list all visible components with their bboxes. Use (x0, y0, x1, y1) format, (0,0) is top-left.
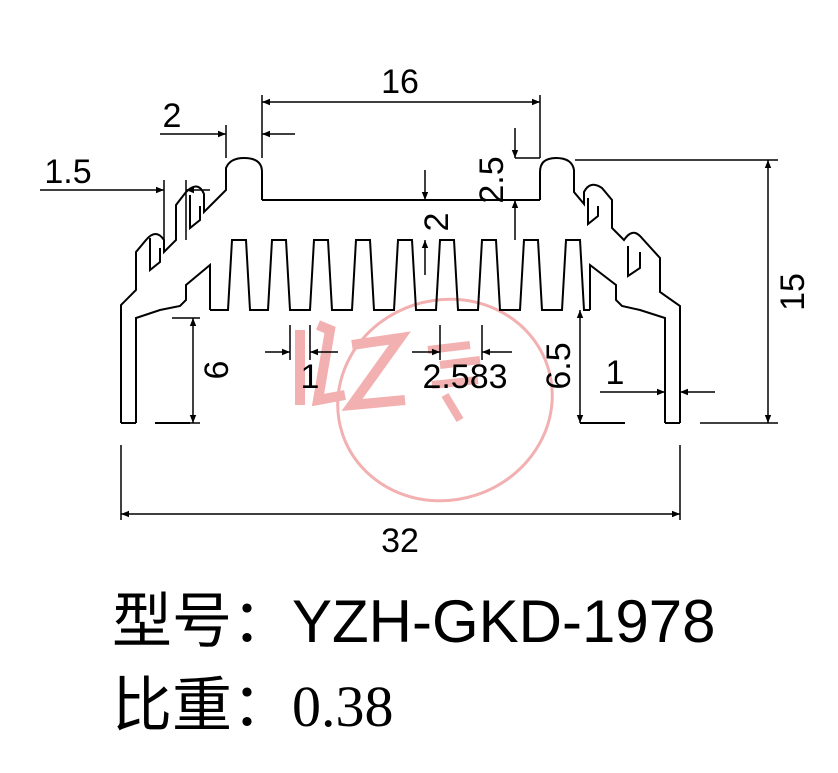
left-lug-inner (149, 195, 201, 273)
dim-top-span: 16 (381, 63, 419, 101)
profile-outline (120, 156, 681, 424)
dim-left-leg-height: 6 (198, 361, 236, 380)
model-value: YZH-GKD-1978 (292, 588, 716, 655)
dim-fin-thickness: 1 (301, 358, 320, 396)
right-outer-wall (539, 156, 681, 423)
dim-leg-thickness: 1 (606, 354, 625, 392)
dim-fin-pitch: 2.583 (422, 358, 507, 396)
dim-lug-width: 1.5 (44, 153, 91, 191)
dim-tab-height: 2.5 (473, 156, 511, 203)
left-inner-wall (135, 262, 211, 423)
dim-inner-leg-height: 6.5 (540, 342, 578, 389)
weight-caption: 比重：0.38 (112, 676, 394, 736)
dimension-lines (40, 95, 778, 520)
dim-overall-width: 32 (381, 522, 419, 560)
right-inner-wall (589, 262, 666, 423)
dim-base-thickness: 2 (418, 213, 456, 232)
weight-label: 比重： (112, 671, 292, 741)
right-lug-inner (587, 198, 641, 278)
fin-row (210, 239, 590, 311)
watermark-logo (295, 297, 554, 503)
dim-overall-height: 15 (774, 273, 812, 311)
model-label: 型号： (112, 587, 292, 657)
left-outer-wall (120, 156, 263, 423)
model-caption: 型号：YZH-GKD-1978 (112, 592, 715, 653)
weight-value: 0.38 (292, 674, 394, 739)
dim-tab-width: 2 (163, 97, 182, 135)
